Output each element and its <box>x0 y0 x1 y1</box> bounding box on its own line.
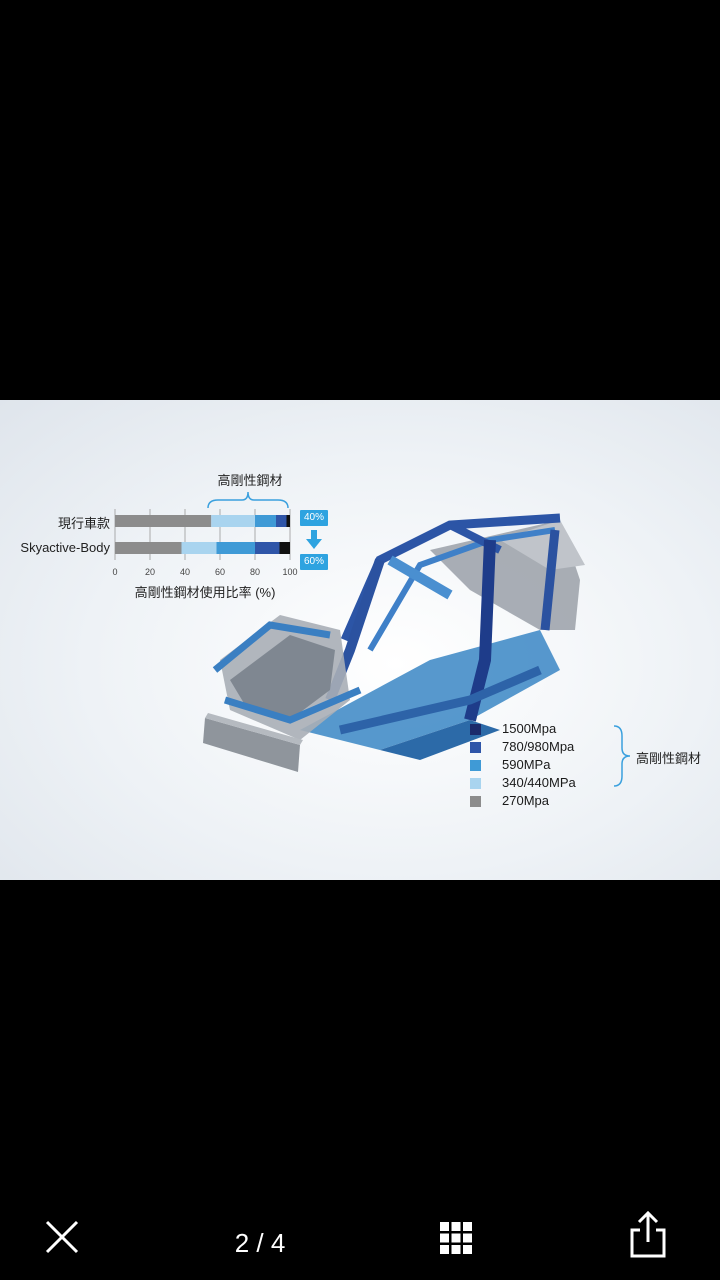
legend-label: 270Mpa <box>502 793 549 808</box>
row-label-skyactive: Skyactive-Body <box>20 540 110 555</box>
x-tick-label: 0 <box>112 567 118 577</box>
bar-segment <box>211 515 255 527</box>
chart-title: 高剛性鋼材 <box>217 473 283 488</box>
bar-segment <box>276 515 287 527</box>
legend-label: 340/440MPa <box>502 775 576 790</box>
bar-segment <box>255 515 276 527</box>
legend-swatch <box>470 724 481 735</box>
chart-title-brace <box>207 491 289 509</box>
legend-label: 590MPa <box>502 757 551 772</box>
stacked-bar-chart <box>114 509 291 560</box>
x-tick-label: 100 <box>282 567 298 577</box>
x-tick-label: 60 <box>214 567 225 577</box>
x-tick-label: 80 <box>249 567 260 577</box>
arrow-down-icon <box>306 530 322 549</box>
legend-label: 1500Mpa <box>502 721 557 736</box>
legend-swatch <box>470 760 481 771</box>
x-axis-title: 高剛性鋼材使用比率 (%) <box>134 585 276 600</box>
legend-swatch <box>470 742 481 753</box>
close-icon <box>45 1220 79 1254</box>
grid-button[interactable] <box>436 1218 476 1258</box>
bottom-toolbar <box>0 1180 720 1280</box>
close-button[interactable] <box>40 1215 84 1259</box>
x-tick-label: 20 <box>144 567 155 577</box>
row-label-current: 現行車款 <box>57 516 110 531</box>
share-button[interactable] <box>626 1210 670 1260</box>
bar-segment <box>279 542 290 554</box>
share-icon <box>630 1210 666 1258</box>
bar-segment <box>115 542 182 554</box>
bar-segment <box>115 515 212 527</box>
bar-segment <box>216 542 255 554</box>
badge-skyactive: 60% <box>300 554 328 570</box>
bar-segment <box>181 542 217 554</box>
legend-swatch <box>470 796 481 807</box>
car-body-illustration <box>203 513 585 772</box>
legend-label: 780/980Mpa <box>502 739 575 754</box>
bar-segment <box>255 542 280 554</box>
legend-brace-label: 高剛性鋼材 <box>636 751 702 766</box>
viewer-image[interactable] <box>0 400 720 880</box>
badge-current: 40% <box>300 510 328 526</box>
x-tick-label: 40 <box>179 567 190 577</box>
legend-swatch <box>470 778 481 789</box>
bar-segment <box>286 515 290 527</box>
grid-icon <box>440 1222 472 1254</box>
legend-brace <box>613 725 631 787</box>
page-counter: 2 / 4 <box>234 1228 286 1258</box>
